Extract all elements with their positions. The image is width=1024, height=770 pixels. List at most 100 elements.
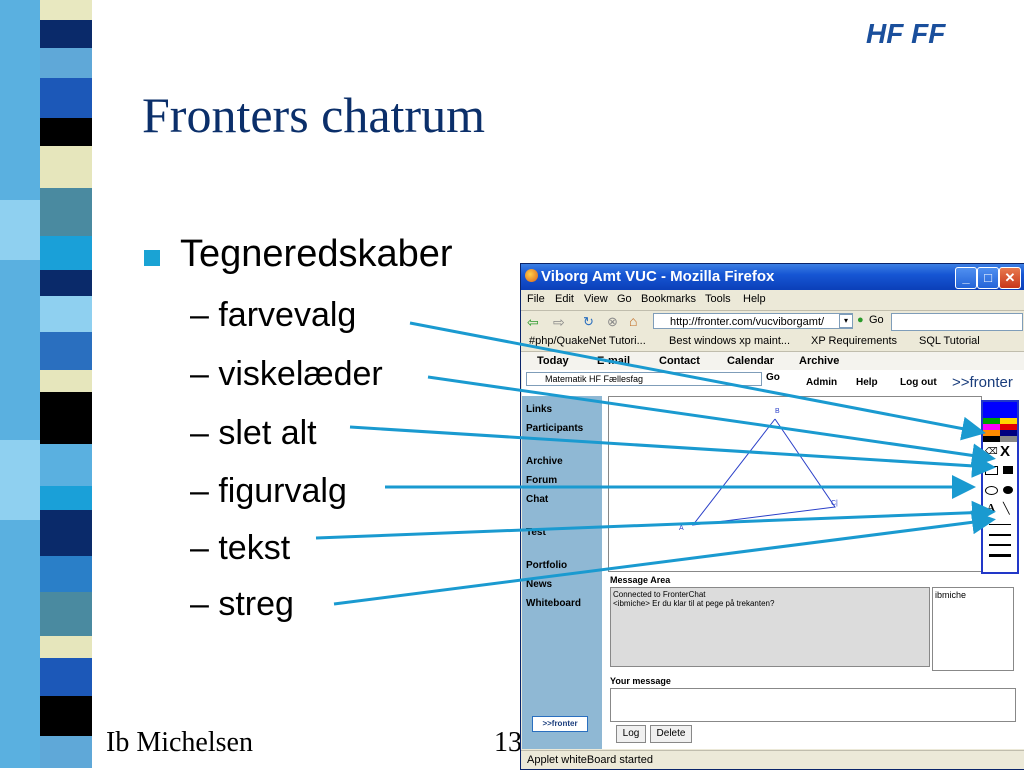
user-item[interactable]: ibmiche xyxy=(935,590,967,600)
footer-author: Ib Michelsen xyxy=(106,727,253,758)
eraser-icon[interactable]: ⌫ xyxy=(985,446,998,456)
close-button[interactable]: ✕ xyxy=(999,267,1021,289)
minimize-button[interactable]: _ xyxy=(955,267,977,289)
search-input[interactable] xyxy=(891,313,1023,331)
line-tool-icon[interactable]: ╲ xyxy=(1003,503,1010,515)
nav-logout[interactable]: Log out xyxy=(900,377,937,388)
delete-button[interactable]: Delete xyxy=(650,725,692,743)
toolbar-archive[interactable]: Archive xyxy=(799,355,840,367)
fronter-logo: >>fronter xyxy=(952,374,1013,391)
bookmark-1[interactable]: #php/QuakeNet Tutori... xyxy=(529,335,646,347)
color-swatch-magenta[interactable] xyxy=(983,424,1000,430)
home-icon[interactable]: ⌂ xyxy=(629,313,638,329)
bookmark-3[interactable]: XP Requirements xyxy=(811,335,898,347)
course-select[interactable]: Matematik HF Fællesfag xyxy=(526,372,762,386)
bookmark-2[interactable]: Best windows xp maint... xyxy=(669,335,791,347)
url-bar[interactable]: http://fronter.com/vucviborgamt/ xyxy=(653,313,853,329)
stroke-width-heavy[interactable] xyxy=(989,554,1011,557)
drawing-palette: ⌫ X A ╲ xyxy=(981,400,1019,574)
whiteboard-canvas[interactable]: B A C| xyxy=(608,396,982,572)
course-go-button[interactable]: Go xyxy=(766,372,780,383)
menu-help[interactable]: Help xyxy=(743,293,766,305)
menu-bookmarks[interactable]: Bookmarks xyxy=(641,293,697,305)
leftnav-chat[interactable]: Chat xyxy=(526,494,549,505)
menu-edit[interactable]: Edit xyxy=(555,293,574,305)
subitem-viskelaeder: – viskelæder xyxy=(190,355,383,393)
menu-go[interactable]: Go xyxy=(617,293,632,305)
navigation-toolbar: ⇦ ⇨ ↻ ⊗ ⌂ http://fronter.com/vucviborgam… xyxy=(521,310,1024,333)
ellipse-icon[interactable] xyxy=(985,486,998,495)
color-swatch-navy[interactable] xyxy=(1000,430,1017,436)
firefox-icon xyxy=(525,269,538,282)
color-swatch-orange[interactable] xyxy=(983,430,1000,436)
toolbar-contact[interactable]: Contact xyxy=(659,355,700,367)
bullet-square-icon xyxy=(144,250,160,266)
color-swatch-gray[interactable] xyxy=(1000,436,1017,442)
log-button[interactable]: Log xyxy=(616,725,646,743)
reload-icon[interactable]: ↻ xyxy=(583,314,594,329)
color-swatch-yellow[interactable] xyxy=(1000,418,1017,424)
back-arrow-icon[interactable]: ⇦ xyxy=(527,314,539,330)
status-text: Applet whiteBoard started xyxy=(527,754,653,766)
stroke-width-thick[interactable] xyxy=(989,544,1011,546)
your-message-label: Your message xyxy=(610,676,671,686)
url-dropdown-icon[interactable]: ▾ xyxy=(839,314,853,328)
fronter-toolbar: Today E-mail Contact Calendar Archive xyxy=(521,351,1024,370)
window-titlebar: Viborg Amt VUC - Mozilla Firefox _ □ ✕ xyxy=(521,264,1024,290)
forward-arrow-icon[interactable]: ⇨ xyxy=(553,314,565,330)
page-content: Matematik HF Fællesfag Go Admin Help Log… xyxy=(522,370,1024,749)
left-navigation: Links Participants Archive Forum Chat Te… xyxy=(522,396,602,749)
color-swatch-black[interactable] xyxy=(983,436,1000,442)
color-swatch-red[interactable] xyxy=(1000,424,1017,430)
filled-rectangle-icon[interactable] xyxy=(1003,466,1013,474)
menu-file[interactable]: File xyxy=(527,293,545,305)
decorative-stripe xyxy=(0,0,110,768)
leftnav-whiteboard[interactable]: Whiteboard xyxy=(526,598,581,609)
toolbar-email[interactable]: E-mail xyxy=(597,355,631,367)
status-bar: Applet whiteBoard started xyxy=(521,750,1024,769)
text-tool-icon[interactable]: A xyxy=(987,502,995,514)
color-swatch-blue[interactable] xyxy=(983,402,1017,418)
toolbar-calendar[interactable]: Calendar xyxy=(727,355,775,367)
bookmarks-toolbar: #php/QuakeNet Tutori... Best windows xp … xyxy=(521,333,1024,350)
leftnav-participants[interactable]: Participants xyxy=(526,423,584,434)
message-line: Connected to FronterChat xyxy=(613,590,706,599)
label-b: B xyxy=(775,408,780,415)
stroke-width-thin[interactable] xyxy=(989,524,1011,525)
subitem-streg: – streg xyxy=(190,585,294,623)
menu-tools[interactable]: Tools xyxy=(705,293,731,305)
leftnav-forum[interactable]: Forum xyxy=(526,475,558,486)
whiteboard-triangle: B A C| xyxy=(679,408,838,532)
toolbar-today[interactable]: Today xyxy=(537,355,569,367)
go-icon: ● xyxy=(857,314,864,326)
leftnav-test[interactable]: Test xyxy=(526,527,546,538)
nav-admin[interactable]: Admin xyxy=(806,377,838,388)
bullet-tegneredskaber: Tegneredskaber xyxy=(180,233,453,275)
stop-icon[interactable]: ⊗ xyxy=(607,314,618,329)
your-message-input[interactable] xyxy=(610,688,1016,722)
leftnav-news[interactable]: News xyxy=(526,579,553,590)
fronter-badge: >>fronter xyxy=(532,716,588,732)
stroke-width-medium[interactable] xyxy=(989,534,1011,536)
nav-help[interactable]: Help xyxy=(856,377,878,388)
brand-logo: HF FF xyxy=(866,18,946,49)
leftnav-archive[interactable]: Archive xyxy=(526,456,563,467)
filled-ellipse-icon[interactable] xyxy=(1003,486,1013,494)
user-list: ibmiche xyxy=(932,587,1014,671)
subitem-farvevalg: – farvevalg xyxy=(190,296,357,334)
menu-bar: File Edit View Go Bookmarks Tools Help xyxy=(521,291,1024,309)
slide-title: Fronters chatrum xyxy=(142,87,485,143)
label-a: A xyxy=(679,525,684,532)
message-area-label: Message Area xyxy=(610,575,671,585)
leftnav-portfolio[interactable]: Portfolio xyxy=(526,560,568,571)
message-line: <ibmiche> Er du klar til at pege på trek… xyxy=(613,599,775,608)
menu-view[interactable]: View xyxy=(584,293,608,305)
leftnav-links[interactable]: Links xyxy=(526,404,553,415)
color-swatch-green[interactable] xyxy=(983,418,1000,424)
rectangle-icon[interactable] xyxy=(985,466,998,475)
message-area: Connected to FronterChat <ibmiche> Er du… xyxy=(610,587,930,667)
go-button[interactable]: Go xyxy=(869,314,884,326)
maximize-button[interactable]: □ xyxy=(977,267,999,289)
clear-all-icon[interactable]: X xyxy=(1000,443,1011,460)
bookmark-4[interactable]: SQL Tutorial xyxy=(919,335,980,347)
